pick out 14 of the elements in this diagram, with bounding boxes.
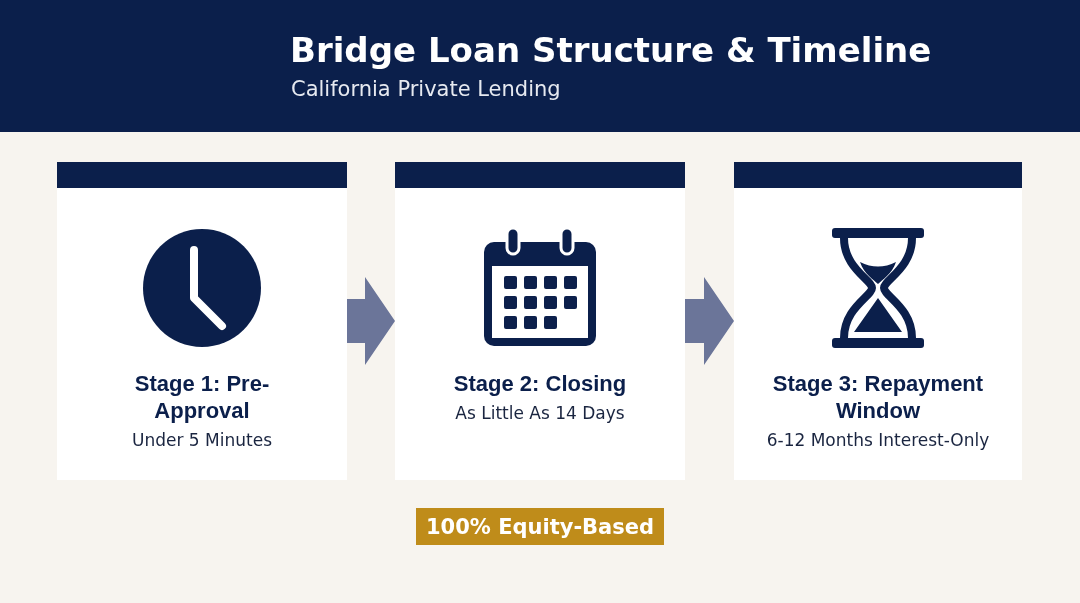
stage-title: Stage 2: Closing [452, 370, 628, 397]
stage-card [395, 162, 685, 480]
stage-title: Stage 3: Repayment Window [771, 370, 985, 424]
stage-card [57, 162, 347, 480]
stage-card [734, 162, 1022, 480]
title: Bridge Loan Structure & Timeline [290, 30, 932, 70]
stage-detail: 6-12 Months Interest-Only [766, 430, 990, 450]
arrow [347, 277, 395, 365]
highlight-badge: 100% Equity-Based [416, 508, 664, 545]
stage-title: Stage 1: Pre-Approval [133, 370, 271, 424]
stage-detail: As Little As 14 Days [455, 403, 625, 423]
subtitle: California Private Lending [291, 77, 561, 101]
arrow [685, 277, 734, 365]
stage-detail: Under 5 Minutes [132, 430, 272, 450]
